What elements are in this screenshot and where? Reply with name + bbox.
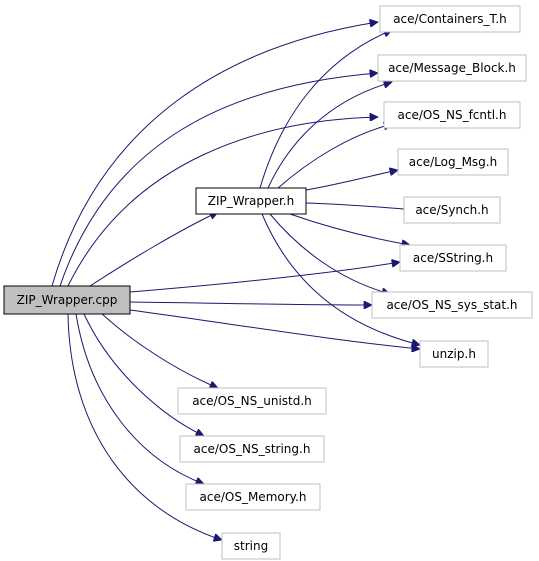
edge-h-os-ns-sys-stat <box>269 213 390 294</box>
edge-h-os-ns-fcntl <box>277 124 392 189</box>
node-label: unzip.h <box>432 347 476 361</box>
node-label: ace/SString.h <box>413 251 493 265</box>
edge-cpp-os-ns-fcntl <box>67 117 378 287</box>
edge-cpp-message-block <box>59 73 378 287</box>
edge-h-message-block <box>267 82 392 189</box>
node-label: ace/OS_NS_unistd.h <box>192 394 312 408</box>
node-os-ns-string[interactable]: ace/OS_NS_string.h <box>179 435 325 463</box>
edge-h-log-msg <box>305 170 398 191</box>
node-synch[interactable]: ace/Synch.h <box>403 196 501 224</box>
node-sstring[interactable]: ace/SString.h <box>399 244 507 272</box>
node-unzip[interactable]: unzip.h <box>419 340 489 368</box>
node-label: string <box>234 539 268 553</box>
node-label: ace/OS_NS_fcntl.h <box>398 108 507 122</box>
edge-cpp-os-ns-unistd <box>99 311 218 388</box>
edge-cpp-os-memory <box>75 313 204 484</box>
node-label: ace/Message_Block.h <box>388 61 516 75</box>
node-label: ZIP_Wrapper.cpp <box>17 293 118 307</box>
node-label: ace/OS_NS_string.h <box>194 442 311 456</box>
node-containers-t[interactable]: ace/Containers_T.h <box>379 5 521 33</box>
edge-h-unzip <box>261 213 420 345</box>
node-label: ace/Containers_T.h <box>393 12 507 26</box>
edge-cpp-os-ns-sys-stat <box>129 302 372 305</box>
node-label: ace/Synch.h <box>415 203 488 217</box>
edges-from-cpp <box>51 22 420 540</box>
node-message-block[interactable]: ace/Message_Block.h <box>377 54 527 82</box>
edge-cpp-sstring <box>129 262 400 293</box>
node-string[interactable]: string <box>221 532 281 560</box>
node-os-ns-unistd[interactable]: ace/OS_NS_unistd.h <box>177 387 327 415</box>
edge-h-sstring <box>289 213 410 245</box>
node-zip-wrapper-cpp[interactable]: ZIP_Wrapper.cpp <box>3 285 131 315</box>
edge-cpp-unzip <box>129 309 420 349</box>
edge-cpp-os-ns-string <box>83 313 204 436</box>
node-label: ZIP_Wrapper.h <box>208 194 294 208</box>
edge-cpp-containers-t <box>51 22 378 287</box>
node-os-memory[interactable]: ace/OS_Memory.h <box>185 483 321 511</box>
node-zip-wrapper-h[interactable]: ZIP_Wrapper.h <box>195 187 307 215</box>
node-log-msg[interactable]: ace/Log_Msg.h <box>397 148 509 176</box>
node-os-ns-fcntl[interactable]: ace/OS_NS_fcntl.h <box>383 101 521 129</box>
node-label: ace/OS_NS_sys_stat.h <box>386 298 517 312</box>
node-label: ace/OS_Memory.h <box>200 490 307 504</box>
edges-from-h <box>259 30 420 345</box>
node-os-ns-sys-stat[interactable]: ace/OS_NS_sys_stat.h <box>371 291 533 319</box>
edge-h-containers-t <box>259 30 392 189</box>
edge-h-synch <box>305 202 416 210</box>
node-label: ace/Log_Msg.h <box>409 155 497 169</box>
edge-cpp-string <box>67 313 222 540</box>
edge-cpp-zip-wrapper-h <box>89 212 218 287</box>
